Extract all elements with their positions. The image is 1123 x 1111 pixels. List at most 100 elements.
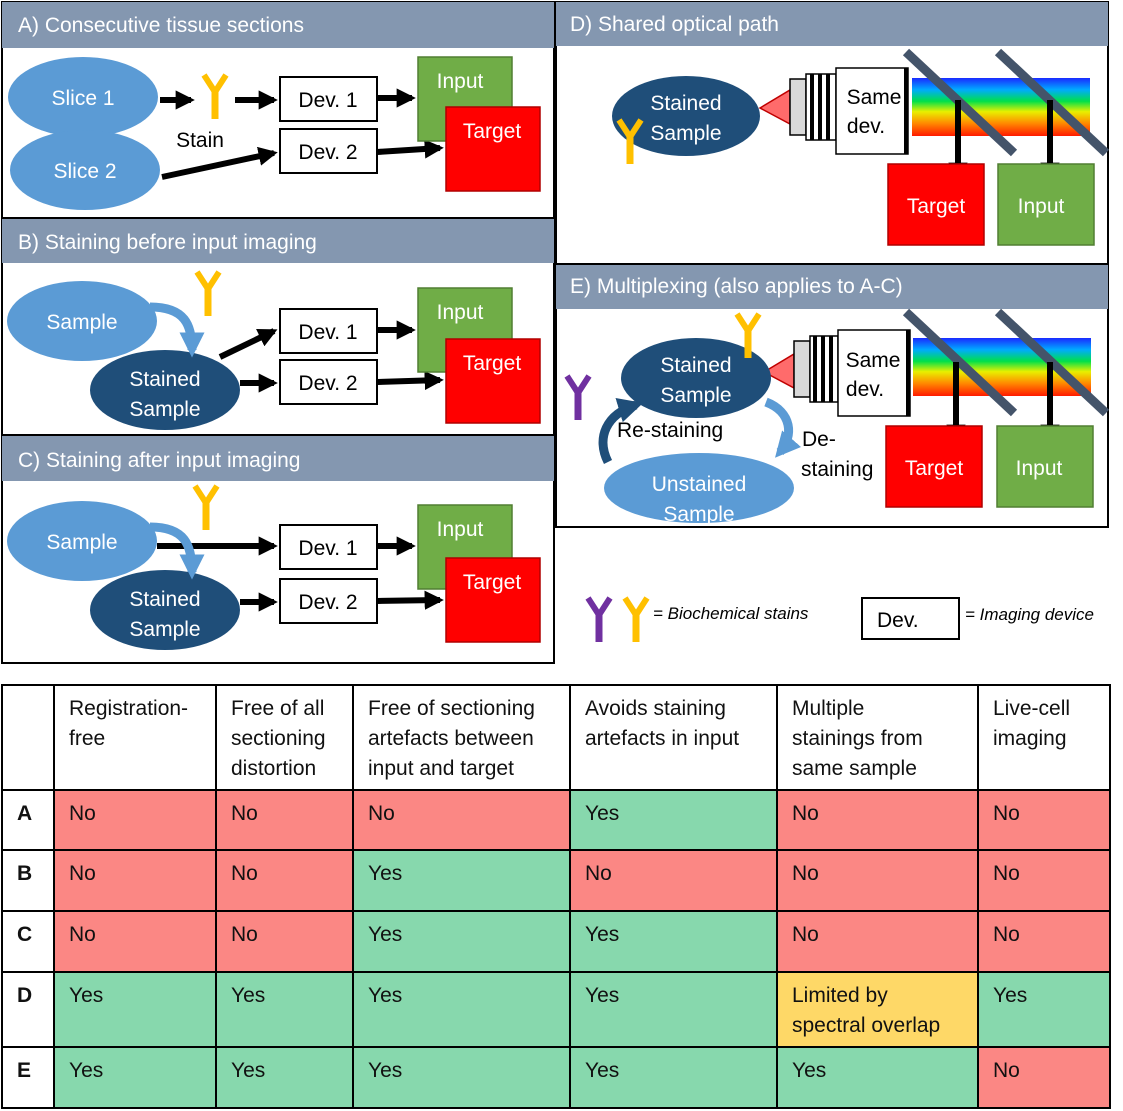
table-column-header: Free of sectioning artefacts between inp… bbox=[352, 684, 571, 791]
slice-2 bbox=[10, 130, 160, 210]
input-label: Input bbox=[437, 518, 484, 541]
stained-sample-label-2: Sample bbox=[650, 122, 721, 145]
table-corner-cell bbox=[1, 684, 55, 791]
device-1-label: Dev. 1 bbox=[298, 89, 357, 112]
table-cell-no: No bbox=[977, 1046, 1111, 1109]
legend-device-box bbox=[861, 597, 960, 640]
stained-sample-label-1: Stained bbox=[650, 92, 721, 115]
table-cell-yes: Yes bbox=[352, 971, 571, 1048]
table-column-header: Registration- free bbox=[53, 684, 217, 791]
unstained-sample bbox=[604, 453, 794, 523]
table-cell-no: No bbox=[53, 849, 217, 912]
panel-c: C) Staining after input imaging Sample S… bbox=[1, 435, 555, 664]
panel-e: E) Multiplexing (also applies to A-C) Sa… bbox=[555, 264, 1110, 528]
sample bbox=[7, 501, 157, 581]
input-label: Input bbox=[437, 301, 484, 324]
input-label: Input bbox=[437, 70, 484, 93]
target-label: Target bbox=[905, 457, 964, 480]
device-1-label: Dev. 1 bbox=[298, 321, 357, 344]
panel-b: B) Staining before input imaging Sample … bbox=[1, 218, 555, 436]
table-cell-no: No bbox=[569, 849, 778, 912]
table-column-header: Live-cell imaging bbox=[977, 684, 1111, 791]
yellow-stain-icon bbox=[625, 598, 647, 642]
table-cell-lim: Limited by spectral overlap bbox=[776, 971, 979, 1048]
target-image bbox=[445, 338, 541, 424]
sample-label: Sample bbox=[46, 531, 117, 554]
panel-d: D) Shared optical path Same dev. Stained… bbox=[555, 1, 1110, 265]
stained-sample bbox=[90, 350, 240, 430]
panel-d-title: D) Shared optical path bbox=[570, 13, 779, 36]
stained-sample-label-1: Stained bbox=[129, 588, 200, 611]
target-label: Target bbox=[463, 352, 522, 375]
table-cell-no: No bbox=[215, 910, 354, 973]
dichroic-mirror-1 bbox=[902, 308, 1018, 417]
stained-sample-label-2: Sample bbox=[660, 384, 731, 407]
legend-device-text: = Imaging device bbox=[965, 605, 1094, 624]
input-label: Input bbox=[1016, 457, 1063, 480]
target-image bbox=[887, 163, 985, 246]
stained-sample-label-2: Sample bbox=[129, 618, 200, 641]
table-cell-no: No bbox=[977, 849, 1111, 912]
table-column-header: Avoids staining artefacts in input bbox=[569, 684, 778, 791]
table-cell-yes: Yes bbox=[569, 1046, 778, 1109]
device-2-box bbox=[279, 359, 378, 405]
input-image bbox=[997, 163, 1095, 246]
row-label: E bbox=[1, 1046, 55, 1109]
table-cell-yes: Yes bbox=[776, 1046, 979, 1109]
device-label-1: Same bbox=[846, 349, 901, 372]
table-cell-yes: Yes bbox=[569, 789, 778, 851]
device-1-label: Dev. 1 bbox=[298, 537, 357, 560]
table-cell-yes: Yes bbox=[352, 910, 571, 973]
table-cell-no: No bbox=[977, 789, 1111, 851]
slice-1 bbox=[8, 57, 158, 137]
table-cell-no: No bbox=[215, 849, 354, 912]
device-label-2: dev. bbox=[847, 115, 885, 138]
table-cell-yes: Yes bbox=[977, 971, 1111, 1048]
legend-device-label: Dev. bbox=[877, 609, 919, 632]
table-cell-no: No bbox=[776, 910, 979, 973]
panel-e-title: E) Multiplexing (also applies to A-C) bbox=[570, 275, 903, 298]
target-label: Target bbox=[463, 120, 522, 143]
device-2-label: Dev. 2 bbox=[298, 372, 357, 395]
table-cell-yes: Yes bbox=[215, 1046, 354, 1109]
device-label-1: Same bbox=[847, 86, 902, 109]
sample-label: Sample bbox=[46, 311, 117, 334]
panel-a-title: A) Consecutive tissue sections bbox=[18, 14, 304, 37]
device-1-box bbox=[279, 76, 378, 122]
objective-icon bbox=[789, 67, 909, 155]
device-label-2: dev. bbox=[846, 378, 884, 401]
row-label: B bbox=[1, 849, 55, 912]
input-image bbox=[996, 425, 1094, 508]
slice-2-label: Slice 2 bbox=[53, 160, 116, 183]
target-label: Target bbox=[463, 571, 522, 594]
panel-c-title: C) Staining after input imaging bbox=[18, 449, 301, 472]
device-2-label: Dev. 2 bbox=[298, 591, 357, 614]
slice-1-label: Slice 1 bbox=[51, 87, 114, 110]
unstained-sample-label-2: Sample bbox=[663, 503, 734, 526]
device-1-box bbox=[279, 308, 378, 354]
stained-sample-label-1: Stained bbox=[129, 368, 200, 391]
row-label: D bbox=[1, 971, 55, 1048]
restaining-label: Re-staining bbox=[617, 419, 723, 442]
table-column-header: Free of all sectioning distortion bbox=[215, 684, 354, 791]
table-cell-no: No bbox=[53, 789, 217, 851]
table-cell-yes: Yes bbox=[53, 1046, 217, 1109]
stain-label: Stain bbox=[176, 129, 224, 152]
objective-icon bbox=[793, 329, 911, 417]
legend: = Biochemical stains Dev. = Imaging devi… bbox=[588, 598, 1094, 642]
input-label: Input bbox=[1018, 195, 1065, 218]
table-cell-yes: Yes bbox=[352, 849, 571, 912]
table-cell-no: No bbox=[215, 789, 354, 851]
device-2-box bbox=[279, 128, 378, 174]
target-image bbox=[445, 106, 541, 192]
table-column-header: Multiple stainings from same sample bbox=[776, 684, 979, 791]
table-cell-yes: Yes bbox=[352, 1046, 571, 1109]
table-cell-yes: Yes bbox=[569, 971, 778, 1048]
table-cell-yes: Yes bbox=[569, 910, 778, 973]
